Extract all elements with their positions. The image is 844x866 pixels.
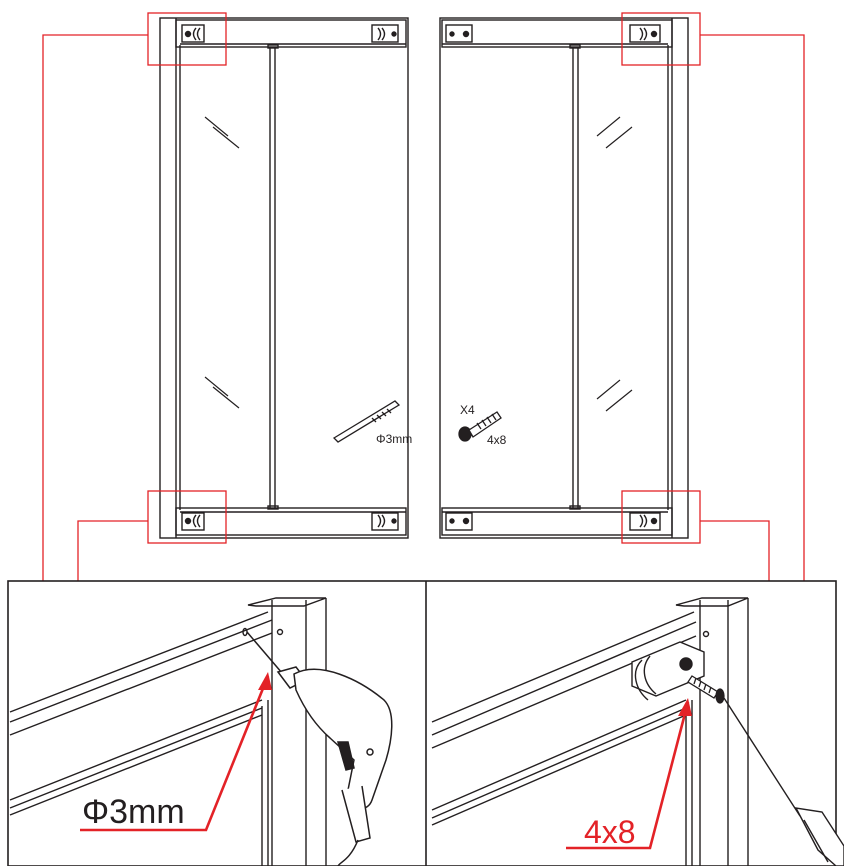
drill-callout-label: Φ3mm [82, 793, 185, 831]
right-bottom-hinge [629, 512, 661, 531]
right-door [439, 17, 689, 539]
left-door-bottom-rail [175, 507, 407, 536]
left-door [159, 17, 409, 539]
left-door-top-rail [175, 19, 407, 48]
callout-box-right-bottom [621, 490, 701, 544]
left-bottom-hinge [181, 512, 205, 531]
hinge-block-icon [631, 641, 705, 701]
screw-icon-detail [687, 675, 725, 704]
callout-box-left-top [147, 12, 227, 66]
callout-leaders [42, 12, 805, 581]
drill-bit-label: Φ3mm [376, 432, 412, 446]
right-door-top-rail [441, 19, 673, 48]
left-door-frame [159, 17, 409, 539]
screw-callout-label: 4x8 [584, 814, 636, 850]
right-door-frame [439, 17, 689, 539]
electric-drill-icon [246, 631, 393, 866]
left-glass-reflection [204, 116, 240, 409]
drill-callout [80, 672, 272, 832]
detail-panel-frame [7, 580, 837, 866]
left-top-hinge [181, 24, 205, 43]
screw-size: 4x8 [487, 433, 507, 447]
right-glass-reflection [596, 116, 633, 412]
screw-icon [458, 411, 502, 442]
screwdriver-icon [723, 697, 844, 866]
drill-bit-icon [332, 400, 401, 443]
right-door-bottom-rail [441, 507, 673, 536]
callout-box-left-bottom [147, 490, 227, 544]
screw-callout [566, 698, 692, 850]
screw-quantity: X4 [460, 403, 475, 417]
callout-box-right-top [621, 12, 701, 66]
right-top-hinge [629, 24, 661, 43]
